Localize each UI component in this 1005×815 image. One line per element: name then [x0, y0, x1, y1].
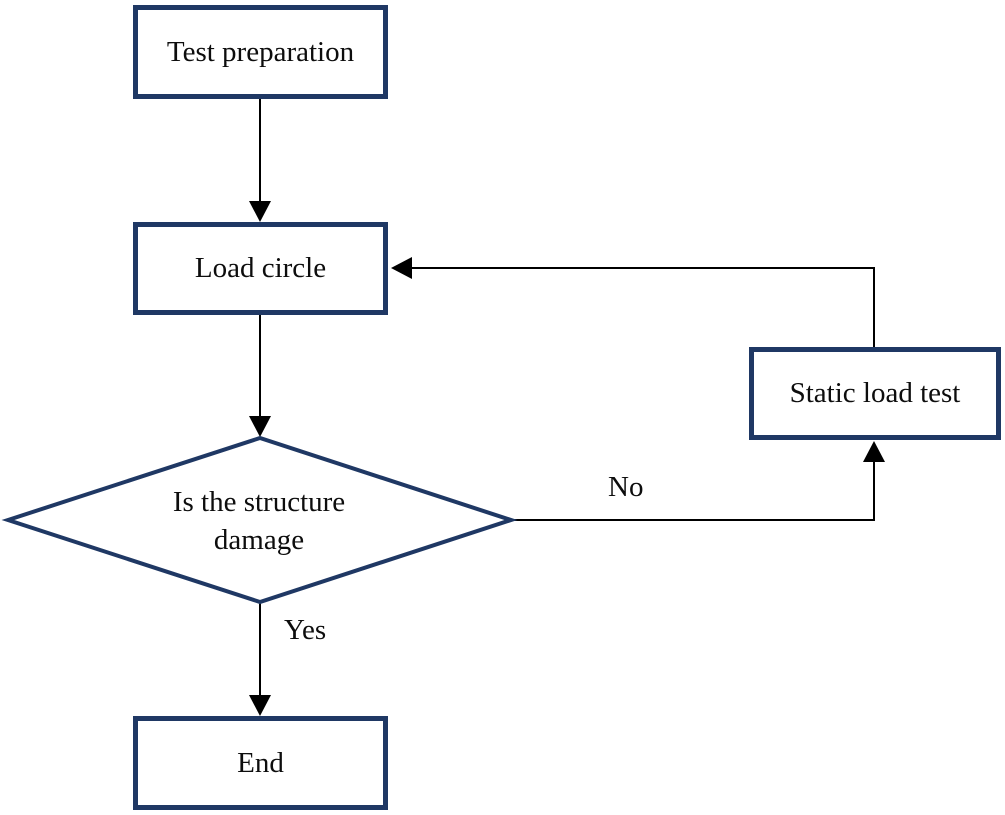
node-load-circle: Load circle: [133, 222, 388, 315]
edge-label-no: No: [608, 471, 644, 503]
connector-decision-to-static-load-test: [510, 458, 875, 521]
node-test-preparation: Test preparation: [133, 5, 388, 99]
node-static-load-test: Static load test: [749, 347, 1001, 440]
node-test-preparation-label: Test preparation: [166, 35, 355, 68]
node-end-label: End: [237, 746, 284, 779]
arrowhead-up-into-static-load-test: [863, 441, 885, 462]
node-end: End: [133, 716, 388, 810]
node-is-structure-damage-label: Is the structure damage: [84, 483, 434, 559]
decision-label-line1: Is the structure: [172, 486, 346, 518]
node-static-load-test-label: Static load test: [789, 377, 961, 409]
arrowhead-left-into-load-circle: [391, 257, 412, 279]
arrowhead-down-into-decision: [249, 416, 271, 437]
node-load-circle-label: Load circle: [194, 252, 327, 284]
connector-static-load-test-to-load-circle: [408, 267, 875, 347]
decision-label-line2: damage: [213, 524, 305, 556]
decision-diamond-shape: [1, 435, 518, 605]
arrowhead-down-into-load-circle: [249, 201, 271, 222]
edge-label-yes: Yes: [284, 614, 327, 646]
arrowhead-down-into-end: [249, 695, 271, 716]
